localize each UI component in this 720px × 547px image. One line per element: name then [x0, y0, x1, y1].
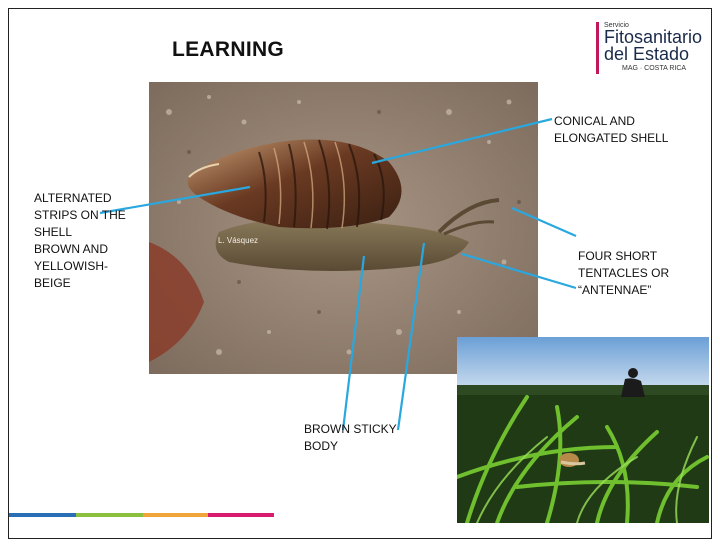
label-line: CONICAL AND	[554, 113, 704, 130]
photo-credit: L. Vásquez	[218, 236, 258, 245]
label-line: TENTACLES OR	[578, 265, 698, 282]
label-line: FOUR SHORT	[578, 248, 698, 265]
logo-subline: MAG · COSTA RICA	[622, 65, 686, 72]
label-line: ELONGATED SHELL	[554, 130, 704, 147]
slide-title: LEARNING	[172, 38, 284, 62]
bottom-bar-orange	[143, 513, 208, 517]
logo: Servicio Fitosanitario del Estado MAG · …	[596, 22, 708, 84]
label-four-tentacles: FOUR SHORT TENTACLES OR “ANTENNAE”	[578, 248, 698, 299]
label-line: BEIGE	[34, 275, 146, 292]
label-line: ALTERNATED	[34, 190, 146, 207]
label-line: BROWN STICKY	[304, 421, 424, 438]
grass-photo	[457, 337, 709, 523]
snail-photo	[149, 82, 538, 374]
label-alternated-strips: ALTERNATED STRIPS ON THE SHELL BROWN AND…	[34, 190, 146, 292]
bottom-bar-magenta	[208, 513, 274, 517]
label-line: STRIPS ON THE	[34, 207, 146, 224]
label-line: BODY	[304, 438, 424, 455]
label-line: YELLOWISH-	[34, 258, 146, 275]
logo-bar	[596, 22, 599, 74]
label-line: SHELL	[34, 224, 146, 241]
logo-line-2: del Estado	[604, 45, 689, 63]
bottom-bar-blue	[9, 513, 76, 517]
label-line: BROWN AND	[34, 241, 146, 258]
label-line: “ANTENNAE”	[578, 282, 698, 299]
label-brown-body: BROWN STICKY BODY	[304, 421, 424, 455]
label-conical-shell: CONICAL AND ELONGATED SHELL	[554, 113, 704, 147]
bottom-bar-green	[76, 513, 143, 517]
